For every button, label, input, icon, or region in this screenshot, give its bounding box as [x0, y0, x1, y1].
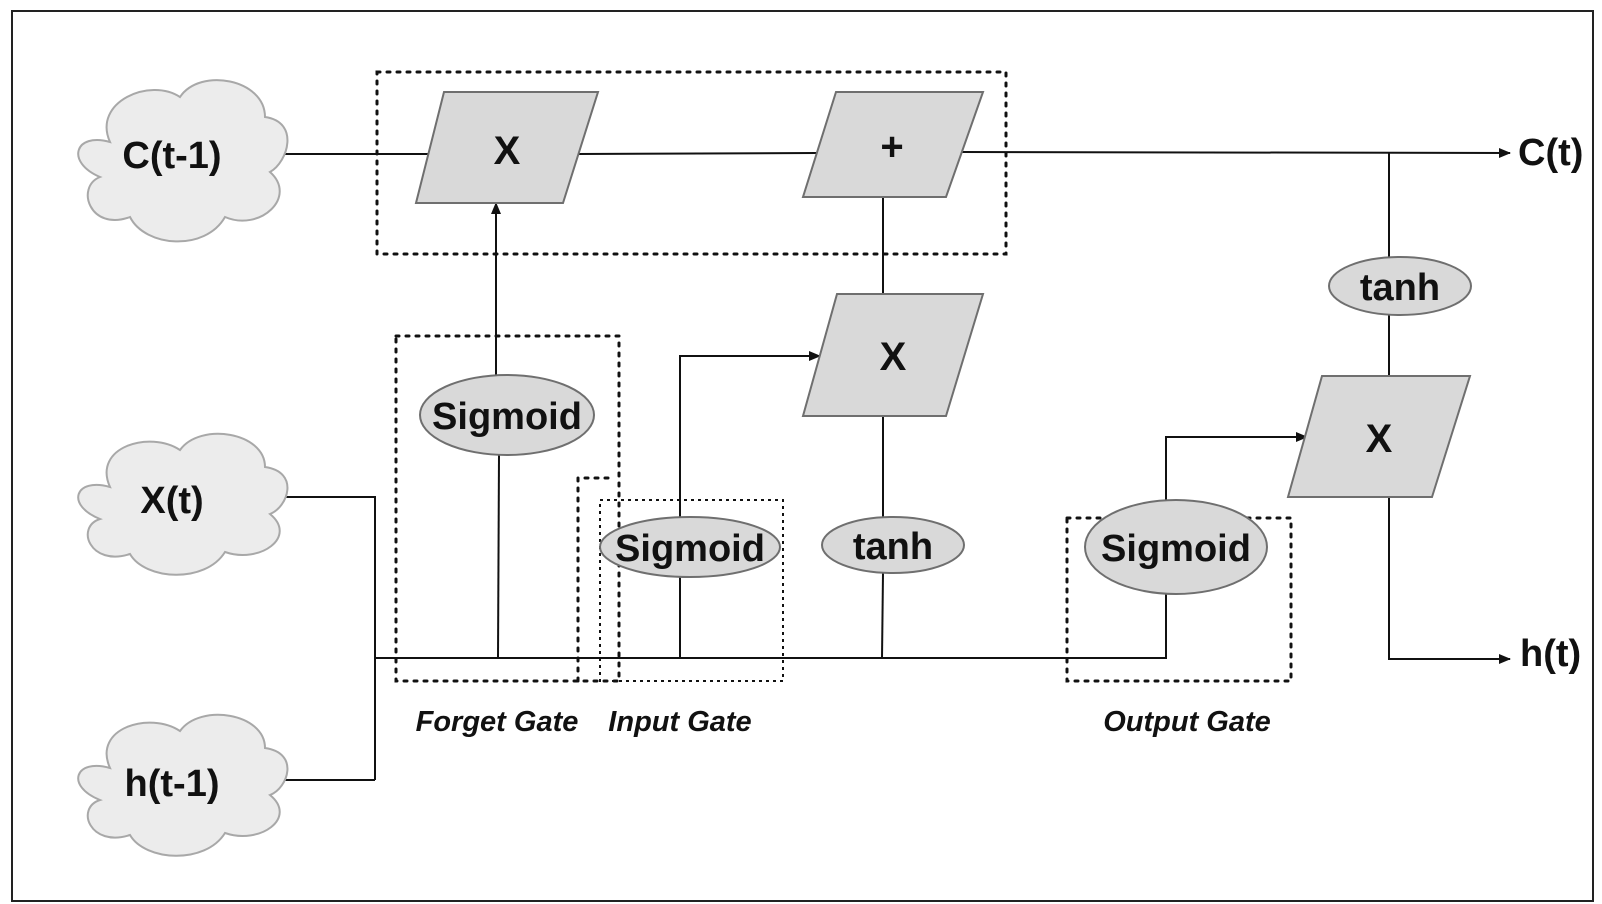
- forget-gate-caption: Forget Gate: [416, 706, 579, 738]
- input-tanh-label: tanh: [853, 526, 933, 568]
- forget-multiply-node: [414, 91, 600, 204]
- cell-add-node: [801, 91, 985, 198]
- cell-add-label: +: [880, 125, 903, 169]
- input-gate-box-inner: [599, 499, 784, 682]
- input-sigmoid-node: [599, 516, 781, 578]
- cell-tanh-node: [1328, 256, 1472, 316]
- output-sigmoid-label: Sigmoid: [1101, 528, 1251, 570]
- input-gate-box-outer: [576, 476, 616, 683]
- cloud-input: [77, 432, 289, 576]
- prev-cell-label: C(t-1): [122, 135, 221, 177]
- output-sigmoid-node: [1084, 499, 1268, 595]
- input-gate-caption: Input Gate: [608, 706, 751, 738]
- cell-tanh-label: tanh: [1360, 267, 1440, 309]
- input-multiply-label: X: [880, 335, 907, 379]
- forget-sigmoid-node: [419, 374, 595, 456]
- forget-multiply-label: X: [494, 129, 521, 173]
- hidden-out-wire: [1388, 497, 1511, 664]
- input-sigmoid-out-wire: [679, 351, 821, 517]
- output-multiply-label: X: [1366, 417, 1393, 461]
- input-multiply-node: [801, 293, 985, 417]
- cell-state-box: [375, 70, 1008, 256]
- forget-sigmoid-in-wire: [497, 454, 500, 659]
- cell-output-label: C(t): [1518, 132, 1583, 174]
- input-tanh-node: [821, 516, 965, 574]
- forget-gate-box: [394, 334, 621, 683]
- hidden-output-label: h(t): [1520, 633, 1581, 675]
- output-sigmoid-out-wire: [1165, 432, 1308, 502]
- prev-hidden-label: h(t-1): [125, 763, 220, 805]
- cell-state-wire-mid: [576, 152, 817, 155]
- input-sigmoid-label: Sigmoid: [615, 528, 765, 570]
- cell-state-wire-out: [961, 147, 1511, 158]
- input-label: X(t): [140, 480, 203, 522]
- output-multiply-node: [1286, 375, 1472, 498]
- input-tanh-in-wire: [881, 572, 884, 659]
- bus-wire: [375, 592, 1167, 659]
- output-gate-caption: Output Gate: [1103, 706, 1271, 738]
- x-input-wire: [265, 496, 376, 780]
- forget-sigmoid-label: Sigmoid: [432, 396, 582, 438]
- cloud-prev-cell: [77, 79, 289, 243]
- cloud-prev-hidden: [77, 713, 289, 857]
